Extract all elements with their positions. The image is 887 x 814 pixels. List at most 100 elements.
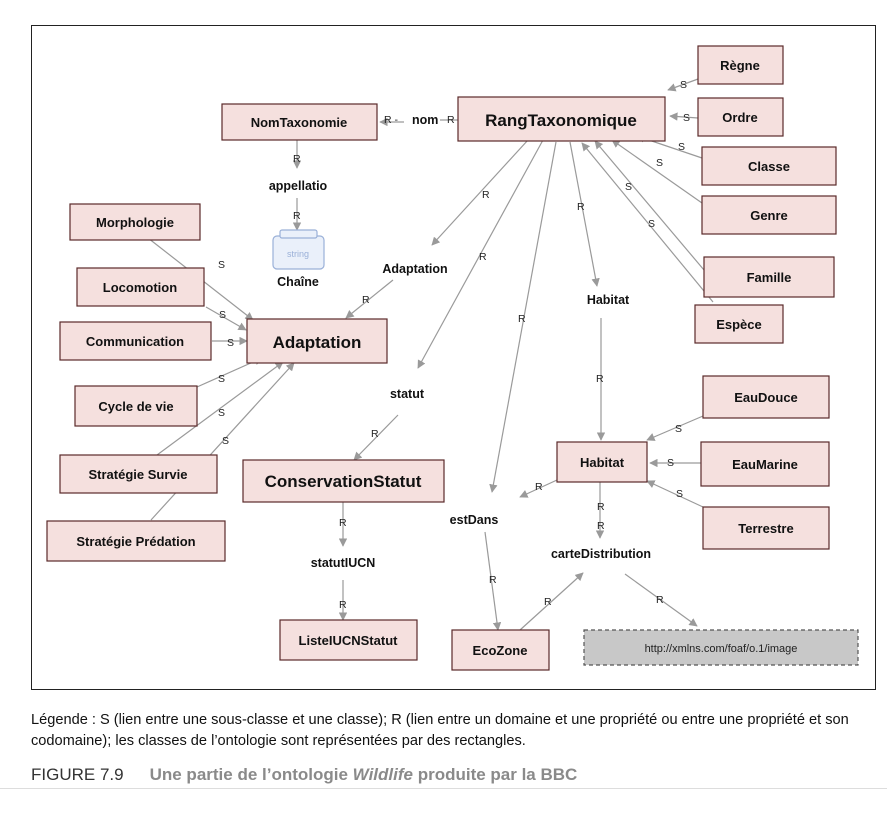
node-morphologie: Morphologie	[69, 203, 201, 241]
marker-r-habitat-carte-2: R	[597, 520, 605, 532]
ontology-diagram: S S S S S S R - R R R R R R R R S S S S …	[46, 45, 859, 671]
class-nodes: Règne Ordre Classe Genre Famille Espèce …	[46, 45, 859, 671]
edge-genre-rang	[611, 139, 703, 204]
node-eaudouce: EauDouce	[702, 375, 830, 419]
marker-r-habitat-prop: R	[596, 373, 604, 385]
svg-text:Espèce: Espèce	[716, 317, 762, 332]
marker-r-habitat-carte-1: R	[597, 501, 605, 513]
marker-s-predation: S	[222, 435, 229, 447]
edge-eaudouce-habitat	[646, 415, 704, 441]
node-eaumarine: EauMarine	[700, 441, 830, 487]
edge-ordre-rang	[669, 112, 699, 121]
marker-r-ecozone: R	[489, 574, 497, 586]
prop-statut: statut	[390, 387, 425, 401]
edge-estdans-ecozone	[484, 531, 502, 631]
prop-cartedistribution: carteDistribution	[551, 547, 651, 561]
node-communication: Communication	[59, 321, 212, 361]
node-espece: Espèce	[694, 304, 784, 344]
marker-s-espece: S	[625, 181, 632, 193]
marker-r-nom-left: R -	[384, 114, 399, 126]
edge-carte-url	[624, 573, 698, 627]
edge-survie-adaptation	[156, 361, 284, 456]
edge-espece-rang	[581, 142, 714, 303]
node-nomtaxonomie: NomTaxonomie	[221, 103, 378, 141]
edge-rang-adaptation-prop	[431, 139, 529, 246]
figure-title: Une partie de l’ontologie Wildlife produ…	[149, 765, 578, 784]
svg-text:Morphologie: Morphologie	[96, 215, 174, 230]
prop-adaptation: Adaptation	[382, 262, 447, 276]
node-classe: Classe	[701, 146, 837, 186]
marker-s-terrestre: S	[676, 488, 683, 500]
edge-rang-habitat-prop	[569, 141, 600, 287]
marker-s-classe: S	[678, 141, 685, 153]
marker-s-eaumarine: S	[667, 457, 674, 469]
svg-text:Famille: Famille	[747, 270, 792, 285]
node-strategie-survie: Stratégie Survie	[59, 454, 218, 494]
edge-rang-estdans	[489, 141, 557, 493]
svg-text:ListeIUCNStatut: ListeIUCNStatut	[299, 633, 399, 648]
marker-r-statut-conservation: R	[371, 428, 379, 440]
svg-text:Ordre: Ordre	[722, 110, 757, 125]
svg-text:Stratégie Survie: Stratégie Survie	[89, 467, 188, 482]
marker-r-appellatio-top: R	[293, 153, 301, 165]
marker-r-habitatprop: R	[577, 201, 585, 213]
node-ecozone: EcoZone	[451, 629, 550, 671]
edge-rang-statut	[417, 139, 544, 369]
edge-markers: S S S S S S R - R R R R R R R R S S S S …	[218, 79, 690, 611]
svg-text:EauMarine: EauMarine	[732, 457, 798, 472]
svg-text:Communication: Communication	[86, 334, 184, 349]
svg-text:NomTaxonomie: NomTaxonomie	[251, 115, 348, 130]
prop-appellatio: appellatio	[269, 179, 328, 193]
marker-r-adaptprop: R	[482, 189, 490, 201]
edges	[147, 78, 714, 631]
marker-r-appellatio-bottom: R	[293, 210, 301, 222]
svg-text:Genre: Genre	[750, 208, 788, 223]
node-locomotion: Locomotion	[76, 267, 205, 307]
edge-famille-rang	[594, 140, 705, 271]
bottom-rule	[0, 788, 887, 789]
svg-text:Locomotion: Locomotion	[103, 280, 177, 295]
marker-s-eaudouce: S	[675, 423, 682, 435]
node-strategie-predation: Stratégie Prédation	[46, 520, 226, 562]
prop-statutiucn: statutIUCN	[311, 556, 376, 570]
marker-s-cycle: S	[218, 373, 225, 385]
marker-r-ecozone-carte: R	[544, 596, 552, 608]
node-terrestre: Terrestre	[702, 506, 830, 550]
marker-r-adaptation: R	[362, 294, 370, 306]
svg-text:http://xmlns.com/foaf/o.1/imag: http://xmlns.com/foaf/o.1/image	[645, 643, 798, 655]
marker-r-estdans: R	[518, 313, 526, 325]
property-labels: nom appellatio Chaîne Adaptation Habitat…	[269, 113, 651, 570]
edge-habitat-estdans	[519, 479, 558, 498]
marker-s-locomotion: S	[219, 309, 226, 321]
node-conservationstatut: ConservationStatut	[242, 459, 445, 503]
marker-s-ordre: S	[683, 112, 690, 124]
node-genre: Genre	[701, 195, 837, 235]
marker-r-habitat-estdans: R	[535, 481, 543, 493]
marker-s-regne: S	[680, 79, 687, 91]
svg-text:EauDouce: EauDouce	[734, 390, 798, 405]
legend-text: Légende : S (lien entre une sous-classe …	[31, 712, 849, 749]
prop-estdans: estDans	[450, 513, 499, 527]
marker-r-liste: R	[339, 599, 347, 611]
marker-s-communication: S	[227, 337, 234, 349]
node-regne: Règne	[697, 45, 784, 85]
marker-s-genre: S	[656, 157, 663, 169]
marker-s-famille: S	[648, 218, 655, 230]
edge-terrestre-habitat	[646, 480, 704, 508]
marker-s-morphologie: S	[218, 259, 225, 271]
node-rangtaxonomique: RangTaxonomique	[457, 96, 666, 142]
marker-r-nom-right: R	[447, 114, 455, 126]
svg-text:Adaptation: Adaptation	[273, 333, 362, 352]
prop-chaine: Chaîne	[277, 275, 319, 289]
node-cycle-de-vie: Cycle de vie	[74, 385, 198, 427]
prop-nom: nom	[412, 113, 438, 127]
string-datatype-icon: string	[272, 229, 325, 270]
node-famille: Famille	[703, 256, 835, 298]
svg-text:ConservationStatut: ConservationStatut	[265, 472, 422, 491]
node-habitat: Habitat	[556, 441, 648, 483]
svg-text:Classe: Classe	[748, 159, 790, 174]
svg-text:RangTaxonomique: RangTaxonomique	[485, 111, 637, 130]
edge-regne-rang	[667, 78, 699, 92]
edge-statut-conservation	[353, 414, 399, 461]
